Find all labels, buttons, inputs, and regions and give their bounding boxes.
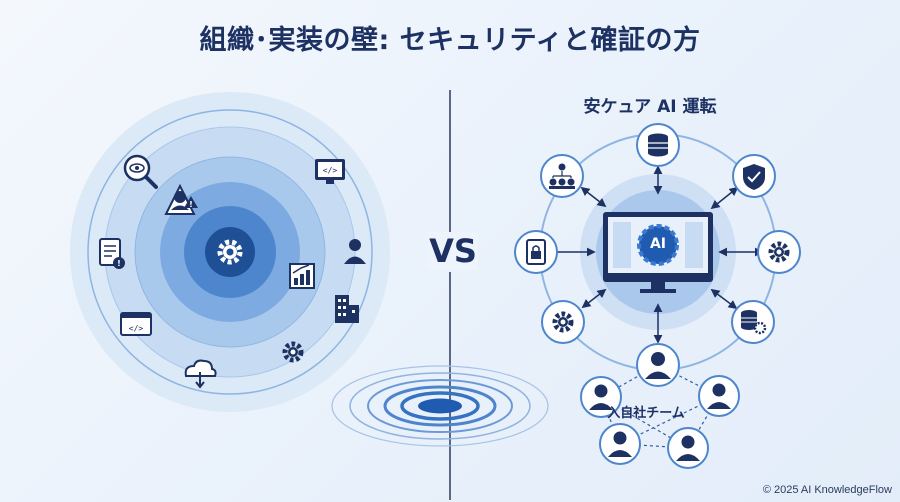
team-member-top [636, 343, 680, 387]
team-member-bottom-right [667, 427, 709, 469]
team-member-right [698, 375, 740, 417]
hub-connectors [548, 165, 764, 344]
hidden-user-warning-icon: ! [164, 183, 198, 215]
svg-text:!: ! [189, 200, 193, 209]
team-label: 入自社チーム [607, 406, 685, 421]
gear-icon [282, 341, 304, 363]
database-node [636, 123, 680, 167]
monitor-ai-badge: AI [649, 236, 667, 252]
document-alert-icon: ! [99, 238, 125, 269]
building-icon [335, 295, 359, 323]
vs-label: VS [428, 232, 478, 270]
cloud-download-icon [184, 359, 217, 389]
person-icon [344, 239, 366, 264]
team-member-left [580, 376, 622, 418]
magnifier-eye-icon [123, 154, 158, 189]
org-chart-node [540, 154, 584, 198]
code-monitor-icon: </> [315, 159, 345, 184]
page-title: 組織･実装の壁: セキュリティと確証の方 [199, 25, 701, 56]
ripple-graphic [331, 365, 549, 447]
gear-node-right [757, 230, 801, 274]
svg-text:</>: </> [129, 324, 144, 333]
shield-check-node [732, 154, 776, 198]
svg-text:</>: </> [323, 166, 338, 175]
secure-ai-heading: 安ケュア AI 運転 [583, 97, 717, 117]
ai-monitor-icon [603, 212, 713, 293]
database-gear-node [731, 300, 775, 344]
svg-text:!: ! [117, 259, 121, 268]
center-gear-icon [217, 239, 243, 265]
code-window-icon: </> [120, 312, 152, 336]
gear-node-left [541, 300, 585, 344]
lock-document-node [514, 230, 558, 274]
team-member-bottom-left [599, 423, 641, 465]
copyright-text: © 2025 AI KnowledgeFlow [762, 484, 892, 496]
growth-chart-icon [289, 263, 315, 289]
